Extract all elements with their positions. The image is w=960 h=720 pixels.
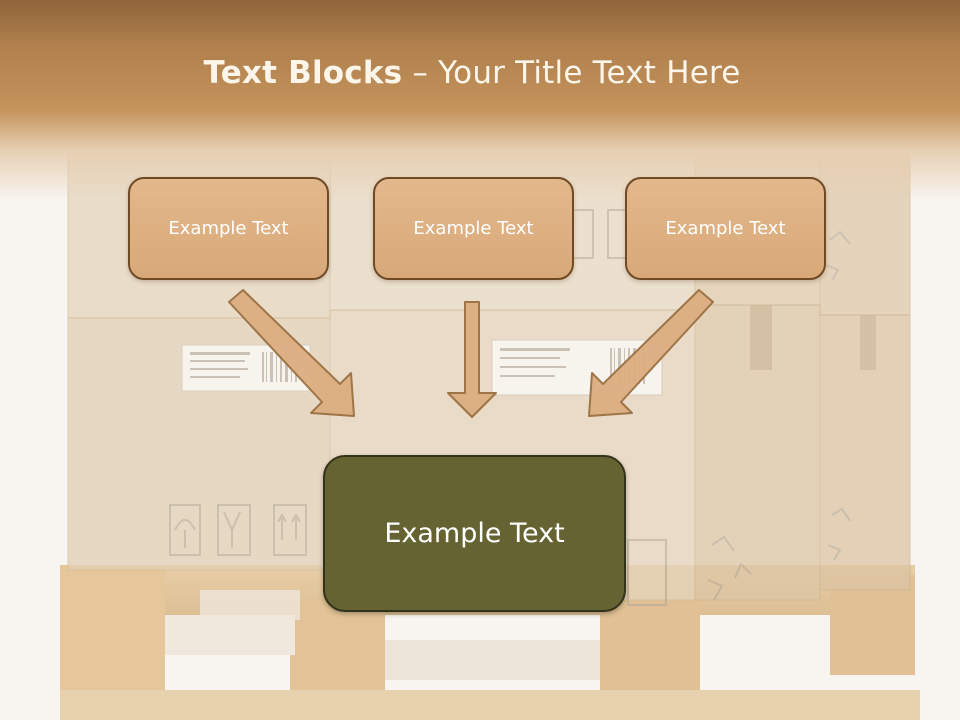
- main-text-block-label: Example Text: [384, 518, 565, 549]
- arrow-right: [588, 289, 714, 417]
- text-block-3[interactable]: Example Text: [625, 177, 826, 280]
- text-block-1-label: Example Text: [168, 218, 289, 239]
- slide-title: Text Blocks – Your Title Text Here: [0, 55, 944, 91]
- title-bold: Text Blocks: [203, 55, 403, 91]
- text-block-1[interactable]: Example Text: [128, 177, 329, 280]
- pallet: [60, 565, 920, 720]
- arrow-left: [228, 289, 355, 417]
- text-block-2[interactable]: Example Text: [373, 177, 574, 280]
- title-rest: – Your Title Text Here: [402, 55, 741, 91]
- arrow-center: [447, 301, 497, 418]
- text-block-3-label: Example Text: [665, 218, 786, 239]
- text-block-2-label: Example Text: [413, 218, 534, 239]
- main-text-block[interactable]: Example Text: [323, 455, 626, 612]
- title-band: [0, 0, 960, 200]
